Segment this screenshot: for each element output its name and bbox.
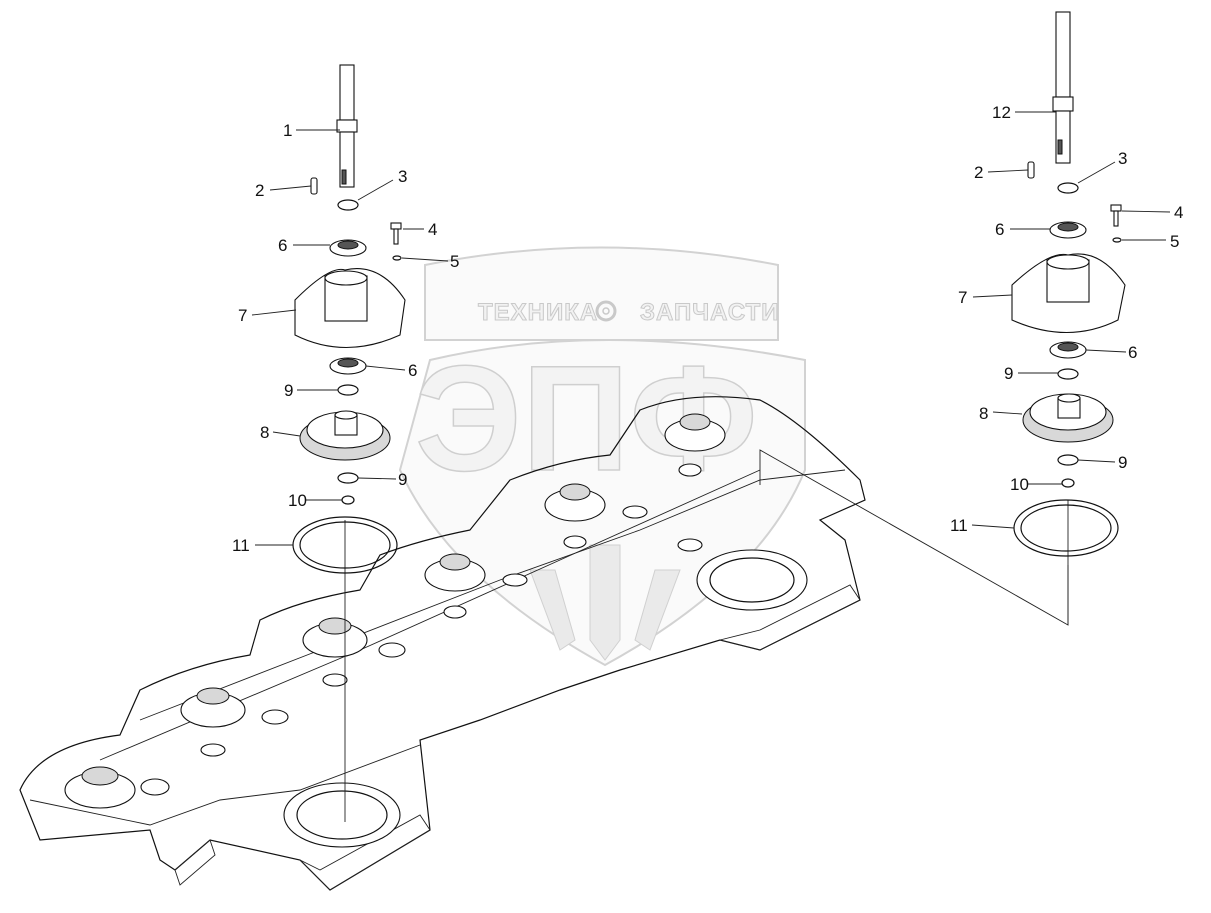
callout-6-right: 6 [995,220,1004,239]
watermark-monogram: ЭПФ [415,334,758,502]
callout-9-right: 9 [1004,364,1013,383]
callout-10: 10 [288,491,307,510]
hub-3 [302,617,406,687]
hub-1 [64,766,170,809]
callout-4-right: 4 [1174,203,1183,222]
right-gasket [1013,499,1119,557]
callout-10-right: 10 [1010,475,1029,494]
right-bearing-upper [1049,221,1087,239]
callout-4: 4 [428,220,437,239]
left-housing [294,268,406,348]
left-bearing-upper [329,239,367,257]
right-leaders [971,111,1171,529]
right-assembly: 12 2 3 4 5 6 7 6 9 8 9 10 11 [759,11,1183,626]
callout-9-lower: 9 [398,470,407,489]
right-routing-line [759,449,1069,626]
bearing-housing-left [283,782,401,848]
callout-6: 6 [278,236,287,255]
cutter-bar-frame [19,396,866,891]
callout-9-right-lower: 9 [1118,453,1127,472]
right-clip [1061,478,1075,488]
callout-6-right-lower: 6 [1128,343,1137,362]
hub-4 [424,553,528,619]
callout-11-right: 11 [950,516,968,535]
left-bolt [390,222,402,261]
watermark-brand-right: ЗАПЧАСТИ [640,299,780,326]
right-gear [1022,393,1114,443]
callout-9: 9 [284,381,293,400]
left-clip [341,495,355,505]
hub-6 [664,413,726,552]
left-gear [299,410,391,461]
right-washer-lower [1057,454,1079,466]
left-circlip-top [337,199,359,211]
hub-5 [544,483,648,549]
right-bolt [1110,204,1122,243]
callout-3: 3 [398,167,407,186]
callout-2: 2 [255,181,264,200]
right-circlip-top [1057,182,1079,194]
callout-2-right: 2 [974,163,983,182]
callout-7-right: 7 [958,288,967,307]
left-washer-upper [337,384,359,396]
callout-7: 7 [238,306,247,325]
right-callouts: 12 2 3 4 5 6 7 6 9 8 9 10 11 [950,103,1183,535]
left-bearing-lower [329,357,367,375]
right-key [1027,161,1035,179]
right-housing [1011,253,1126,333]
right-shaft [1052,11,1074,164]
callout-8-right: 8 [979,404,988,423]
right-washer-upper [1057,368,1079,380]
watermark-upper-plate [424,246,779,341]
left-key [310,177,318,195]
callout-11: 11 [232,536,250,555]
callout-5: 5 [450,252,459,271]
left-callouts: 1 2 3 4 5 6 7 6 9 8 9 10 11 [232,121,459,555]
callout-8: 8 [260,423,269,442]
bearing-housing-right [696,549,808,611]
callout-1: 1 [283,121,292,140]
watermark-brand-left: ТЕХНИКА [478,299,598,326]
left-shaft [336,64,358,188]
gear-icon [595,300,617,322]
hub-2 [180,687,289,757]
left-washer-lower [337,472,359,484]
callout-12: 12 [992,103,1011,122]
left-leaders [251,129,449,546]
right-bearing-lower [1049,341,1087,359]
callout-5-right: 5 [1170,232,1179,251]
left-assembly: 1 2 3 4 5 6 7 6 9 8 9 10 11 [232,64,459,822]
callout-3-right: 3 [1118,149,1127,168]
callout-6-lower: 6 [408,361,417,380]
watermark-arrow-tips [529,544,681,661]
